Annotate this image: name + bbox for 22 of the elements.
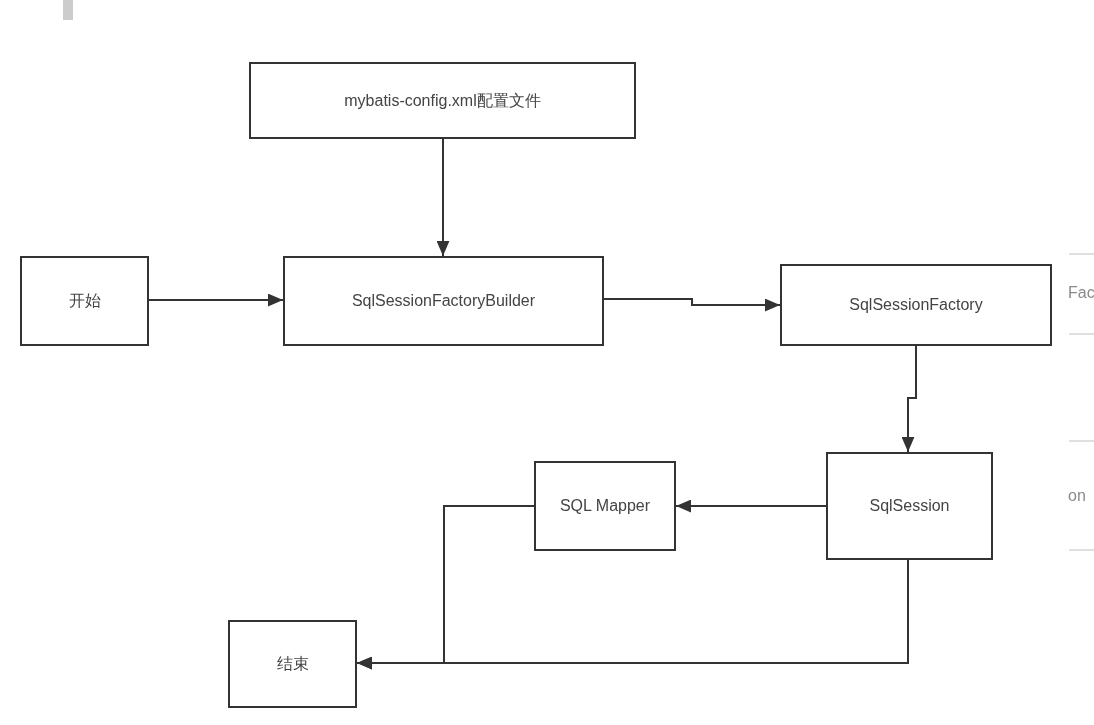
process-box: [283, 256, 604, 346]
text-fragment: on: [1068, 486, 1086, 506]
process-box: [249, 62, 636, 139]
process-box: [20, 256, 149, 346]
arrow: [148, 293, 284, 307]
box-label: SqlSession: [869, 496, 950, 516]
box-label: SqlSessionFactoryBuilder: [351, 291, 536, 311]
process-box: [228, 620, 357, 708]
text-fragment: Fac: [1068, 283, 1094, 303]
box-label: SQL Mapper: [559, 496, 651, 516]
process-box: [826, 452, 993, 560]
process-box: [534, 461, 676, 551]
box-label: mybatis-config.xml配置文件: [344, 90, 541, 111]
arrow: [675, 499, 827, 513]
box-label: SqlSessionFactory: [849, 295, 983, 315]
process-box: [780, 264, 1052, 346]
arrow: [603, 298, 781, 312]
arrow: [901, 345, 917, 453]
arrow: [436, 138, 450, 257]
arrow: [356, 559, 909, 670]
box-label: 开始: [68, 291, 101, 311]
box-label: 结束: [276, 654, 309, 674]
